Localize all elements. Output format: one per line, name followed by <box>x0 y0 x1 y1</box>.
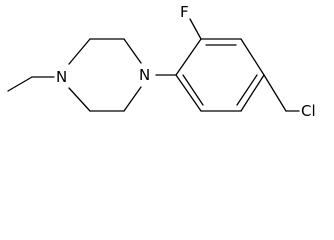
bonds <box>7 18 300 112</box>
bond-benzene-c4-c5 <box>240 74 265 112</box>
bond-piperazine-n1-c2 <box>68 38 91 65</box>
bond-benzene-inner-right <box>236 74 258 106</box>
chemical-structure: F N N Cl <box>7 3 316 120</box>
atom-label-fluorine: F <box>180 3 189 21</box>
atom-label-chlorine: Cl <box>301 102 316 120</box>
atom-label-nitrogen-ethyl: N <box>56 68 67 86</box>
bond-piperazine-c6-n1 <box>68 87 91 112</box>
bond-piperazine-n4-c5 <box>123 86 142 112</box>
bond-aryl-ch2 <box>263 74 287 112</box>
bond-benzene-c1-c2 <box>175 38 202 76</box>
bond-benzene-inner-left <box>182 74 204 106</box>
bond-benzene-c6-c1 <box>175 74 202 112</box>
atom-labels: F N N Cl <box>56 3 316 120</box>
bond-ethyl-ch3-ch2 <box>7 76 33 92</box>
bond-benzene-c3-c4 <box>240 38 265 76</box>
bond-c-f <box>189 18 202 40</box>
atom-label-nitrogen-aryl: N <box>139 66 150 84</box>
bond-piperazine-c3-n4 <box>123 38 142 64</box>
